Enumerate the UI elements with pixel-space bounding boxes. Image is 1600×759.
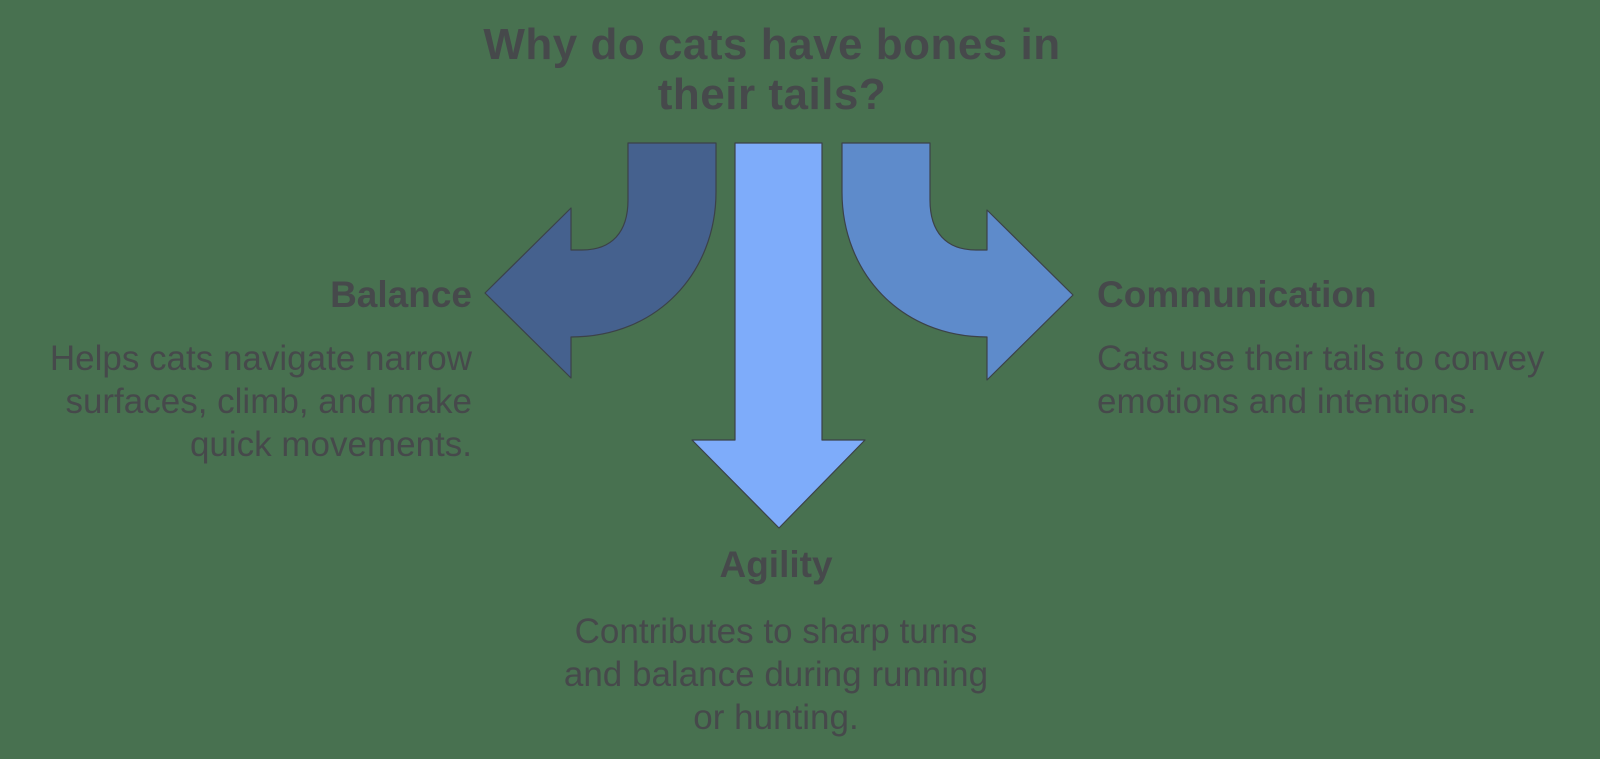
balance-description-line-3: quick movements.: [189, 425, 472, 464]
communication-heading: Communication: [1097, 274, 1377, 315]
agility-description: Contributes to sharp turns and balance d…: [526, 610, 1026, 739]
branch-agility: Agility Contributes to sharp turns and b…: [526, 545, 1026, 739]
balance-description-line-2: surfaces, climb, and make: [65, 382, 472, 421]
agility-description-line-3: or hunting.: [693, 698, 859, 737]
page-title-line-1: Why do cats have bones in: [483, 20, 1061, 69]
communication-description: Cats use their tails to convey emotions …: [1097, 337, 1577, 423]
branch-balance: Balance Helps cats navigate narrow surfa…: [0, 275, 472, 466]
page-title-line-2: their tails?: [657, 70, 887, 119]
communication-description-line-1: Cats use their tails to convey: [1097, 339, 1545, 378]
agility-description-line-2: and balance during running: [563, 655, 989, 694]
balance-heading: Balance: [330, 274, 472, 315]
balance-description: Helps cats navigate narrow surfaces, cli…: [0, 337, 472, 466]
agility-description-line-1: Contributes to sharp turns: [574, 612, 978, 651]
balance-curved-left-arrow-icon: [484, 142, 717, 379]
communication-curved-right-arrow-icon: [841, 142, 1074, 381]
branch-communication: Communication Cats use their tails to co…: [1097, 275, 1577, 423]
agility-heading: Agility: [719, 544, 833, 585]
page-title: Why do cats have bones in their tails?: [372, 20, 1172, 120]
communication-description-line-2: emotions and intentions.: [1097, 382, 1477, 421]
balance-description-line-1: Helps cats navigate narrow: [49, 339, 472, 378]
agility-down-arrow-icon: [691, 142, 866, 529]
